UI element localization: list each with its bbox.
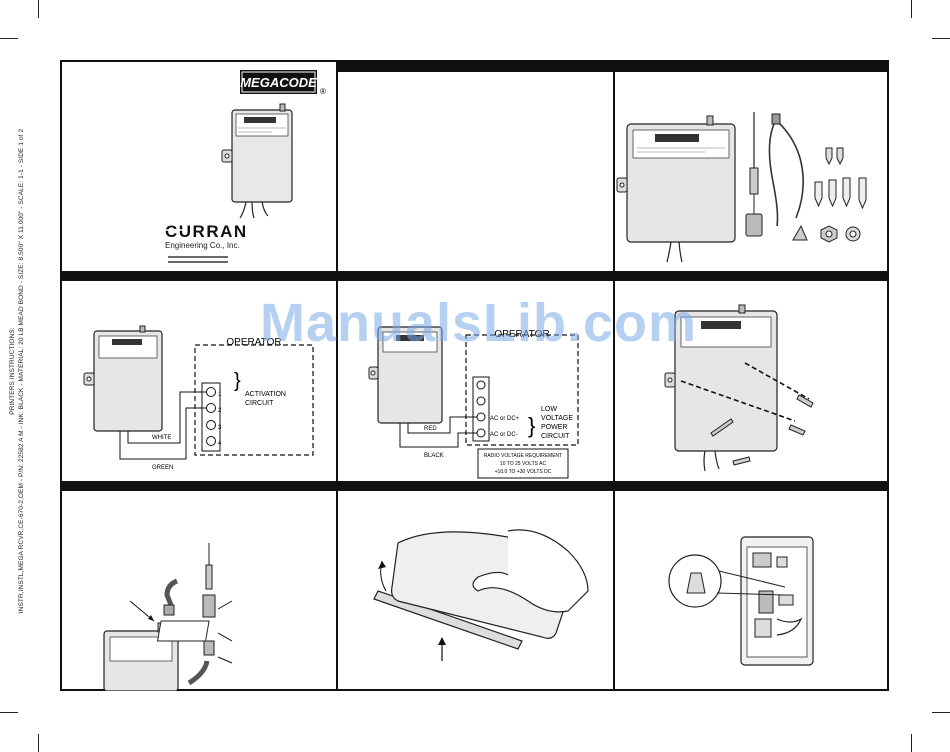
crop-mark xyxy=(932,712,950,713)
svg-text:}: } xyxy=(528,413,535,438)
terminal-2-label: 2 xyxy=(218,408,222,414)
power-diagram: OPERATOR AC or DC+ AC or DC- } LOW VOLTA… xyxy=(368,326,579,479)
cover-illustration: MEGACODE ® CURRAN Engineering Co., Inc. xyxy=(165,70,326,263)
column-divider xyxy=(613,62,615,691)
receiver-unit-icon xyxy=(83,325,163,432)
terminal-3-label: 3 xyxy=(218,425,222,431)
panel-internal xyxy=(615,491,889,691)
curran-subtitle: Engineering Co., Inc. xyxy=(165,241,240,250)
terminal-1-label: 1 xyxy=(218,392,222,398)
power-label: POWER xyxy=(541,424,567,431)
ac-dc-minus-label: AC or DC- xyxy=(490,432,518,438)
parts-illustration xyxy=(616,112,867,263)
voltage-requirement-title: RADIO VOLTAGE REQUIREMENT xyxy=(484,453,562,459)
internal-board-illustration xyxy=(668,536,814,666)
receiver-unit-icon xyxy=(616,115,736,263)
registered-mark: ® xyxy=(320,87,326,96)
instruction-sheet: MEGACODE ® CURRAN Engineering Co., Inc. xyxy=(60,60,889,692)
cover-removal-illustration xyxy=(373,529,589,661)
section-bar-middle xyxy=(62,271,889,281)
wire-green-label: GREEN xyxy=(152,465,173,471)
megacode-logo: MEGACODE xyxy=(240,75,317,90)
panel-cover-removal xyxy=(338,491,613,691)
operator-label: OPERATOR xyxy=(494,329,549,340)
receiver-unit-icon xyxy=(368,326,443,424)
circuit-label: CIRCUIT xyxy=(245,400,274,407)
antenna-icon xyxy=(156,543,216,656)
receiver-unit-icon xyxy=(221,103,293,219)
terminal-4-label: 4 xyxy=(218,441,222,447)
receiver-unit-icon xyxy=(664,304,778,452)
printer-instructions: PRINTERS INSTRUCTIONS: INSTR,INSTL,MEGA … xyxy=(8,91,26,651)
low-label: LOW xyxy=(541,406,557,413)
terminal-screw-icon xyxy=(206,387,216,446)
ac-dc-plus-label: AC or DC+ xyxy=(490,416,520,422)
column-divider xyxy=(336,62,338,691)
panel-cover: MEGACODE ® CURRAN Engineering Co., Inc. xyxy=(62,62,336,271)
crop-mark xyxy=(0,38,18,39)
wiring-diagram: OPERATOR 1 2 3 4 } ACTIVATION CIRCUIT WH… xyxy=(83,325,314,471)
voltage-label: VOLTAGE xyxy=(541,415,573,422)
crop-mark xyxy=(911,734,912,752)
activation-label: ACTIVATION xyxy=(245,391,286,398)
crop-mark xyxy=(38,734,39,752)
voltage-requirement-box xyxy=(477,448,569,479)
panel-contents xyxy=(615,72,889,271)
wire-white-label: WHITE xyxy=(152,435,171,441)
section-bar-bottom xyxy=(62,481,889,491)
panel-antenna xyxy=(62,491,336,692)
crop-mark xyxy=(38,0,39,18)
svg-text:}: } xyxy=(234,370,241,392)
antenna-icon xyxy=(745,112,763,237)
voltage-requirement-ac: 10 TO 25 VOLTS AC xyxy=(500,461,547,467)
operator-label: OPERATOR xyxy=(226,337,281,348)
printer-instructions-detail: INSTR,INSTL,MEGA RCVR,CE-670-2,OEM - P/N… xyxy=(18,128,25,614)
wire-black-label: BLACK xyxy=(424,453,444,459)
watermark: ManualsLib.com xyxy=(260,293,698,353)
wire-red-label: RED xyxy=(424,426,437,432)
printer-instructions-title: PRINTERS INSTRUCTIONS: xyxy=(9,327,16,415)
panel-intro xyxy=(338,72,613,271)
panel-power: OPERATOR AC or DC+ AC or DC- } LOW VOLTA… xyxy=(338,281,613,481)
voltage-requirement-dc: +10.0 TO +30 VOLTS DC xyxy=(495,469,552,475)
crop-mark xyxy=(911,0,912,18)
screw-icon xyxy=(710,394,814,466)
crop-mark xyxy=(0,712,18,713)
circuit-label: CIRCUIT xyxy=(541,433,570,440)
receiver-unit-icon xyxy=(103,622,179,692)
antenna-cable-icon xyxy=(768,113,808,241)
antenna-assembly-illustration xyxy=(103,543,233,692)
crop-mark xyxy=(932,38,950,39)
mounting-illustration xyxy=(664,304,814,472)
mounting-hardware-icon xyxy=(814,147,867,243)
panel-mounting xyxy=(615,281,889,481)
curran-logo: CURRAN xyxy=(165,222,248,241)
panel-wiring: OPERATOR 1 2 3 4 } ACTIVATION CIRCUIT WH… xyxy=(62,281,336,481)
